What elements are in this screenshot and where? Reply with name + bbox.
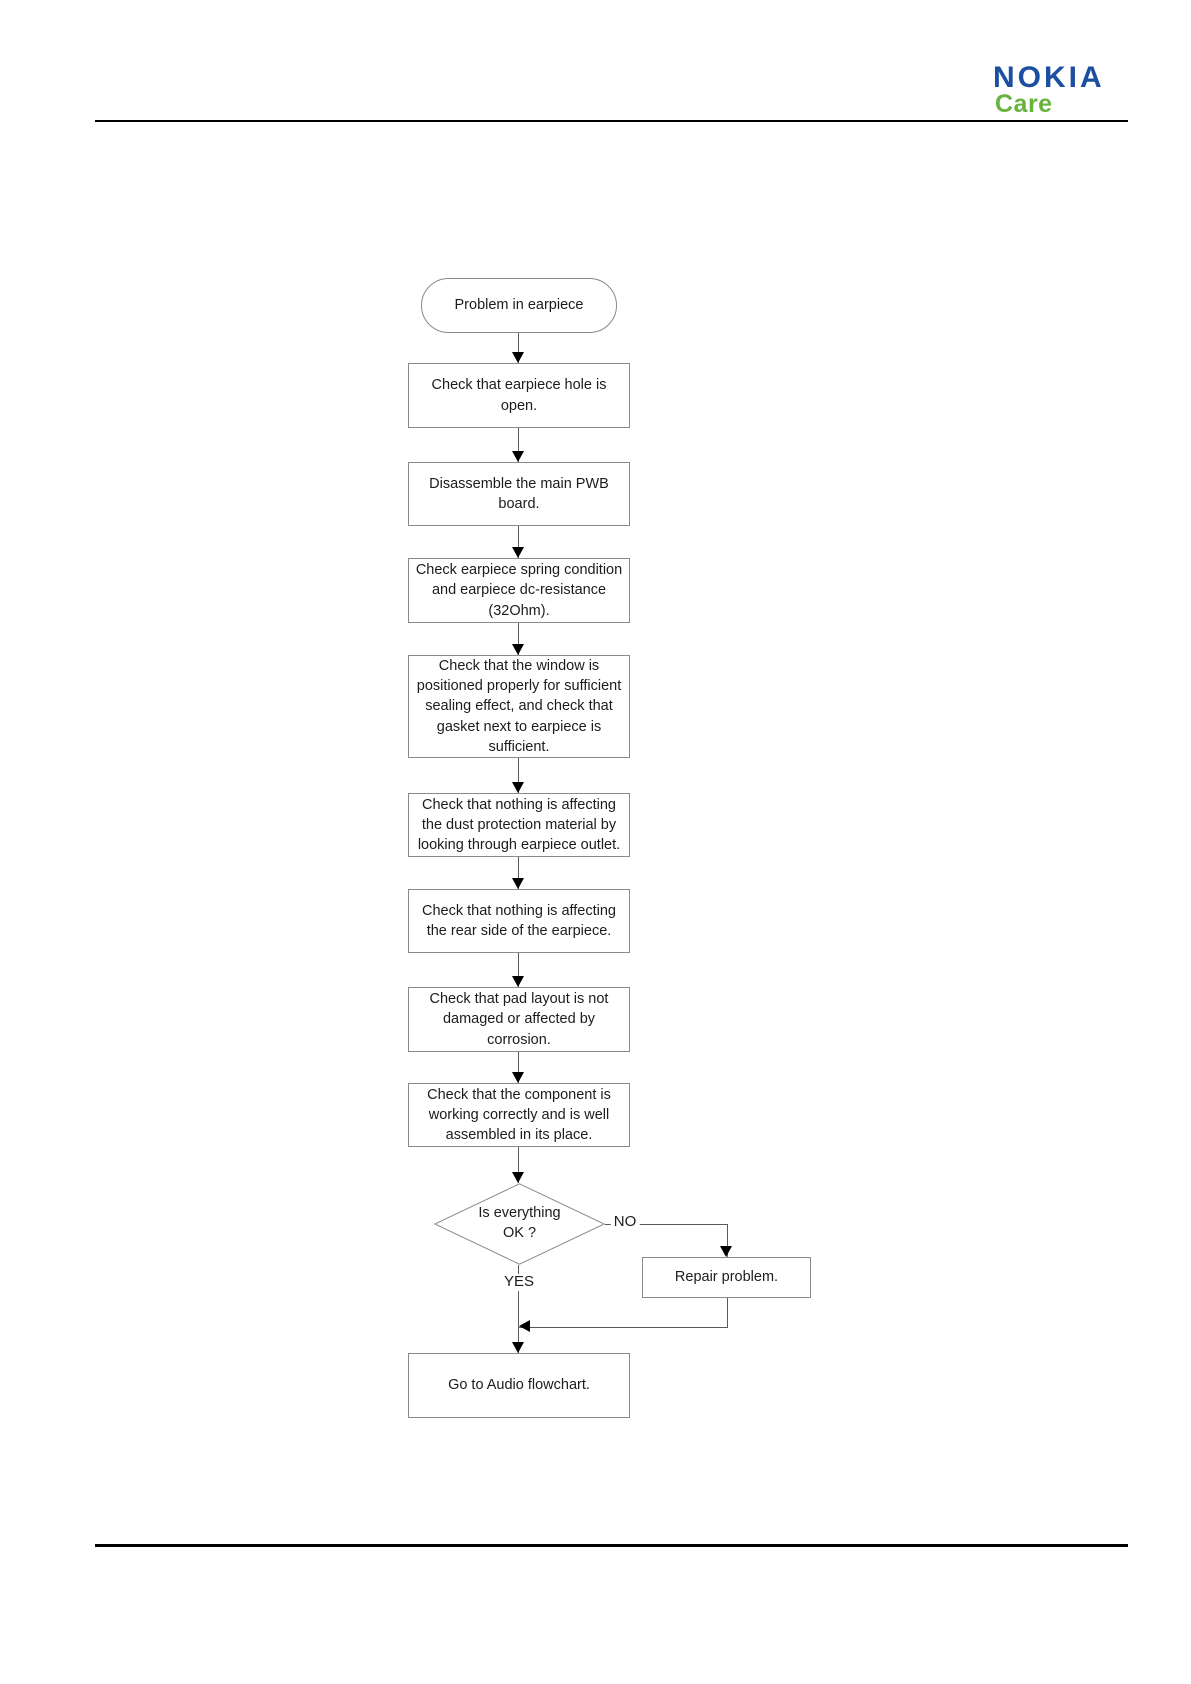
process-step-2: Disassemble the main PWB board. <box>408 462 630 526</box>
arrow-left-icon <box>519 1320 530 1332</box>
arrow-down-icon <box>512 1172 524 1183</box>
return-line <box>727 1297 728 1328</box>
arrow-down-icon <box>512 451 524 462</box>
process-step-label: Check that the component is working corr… <box>427 1086 611 1144</box>
arrow-down-icon <box>512 976 524 987</box>
process-step-label: Check that pad layout is not damaged or … <box>429 991 609 1048</box>
connector-line <box>518 333 519 363</box>
arrow-down-icon <box>512 1342 524 1353</box>
yes-branch-label: YES <box>500 1273 538 1291</box>
connector-line <box>518 526 519 558</box>
arrow-down-icon <box>512 547 524 558</box>
decision-question-label: Is everything OK ? <box>478 1205 561 1241</box>
process-step-label: Check earpiece spring condition and earp… <box>415 562 623 619</box>
arrow-down-icon <box>512 1072 524 1083</box>
connector-line <box>518 1147 519 1183</box>
arrow-down-icon <box>720 1246 732 1257</box>
arrow-down-icon <box>512 782 524 793</box>
process-step-label: Check that nothing is affecting the dust… <box>417 796 621 854</box>
header-rule <box>95 120 1128 122</box>
process-step-label: Check that nothing is affecting the rear… <box>422 902 616 939</box>
arrow-down-icon <box>512 352 524 363</box>
nokia-wordmark: NOKIA <box>993 61 1105 94</box>
connector-line <box>518 953 519 987</box>
decision-diamond-shape <box>434 1183 605 1265</box>
process-step-3: Check earpiece spring condition and earp… <box>408 558 630 623</box>
no-branch-label: NO <box>610 1213 640 1231</box>
arrow-down-icon <box>512 878 524 889</box>
footer-rule <box>95 1544 1128 1547</box>
start-node-label: Problem in earpiece <box>454 297 584 314</box>
process-step-4: Check that the window is positioned prop… <box>408 655 630 758</box>
no-branch-line <box>605 1224 728 1225</box>
connector-line <box>518 758 519 793</box>
end-node-label: Go to Audio flowchart. <box>448 1377 590 1394</box>
connector-line <box>518 428 519 462</box>
arrow-down-icon <box>512 644 524 655</box>
no-branch-line <box>727 1224 728 1257</box>
process-step-5: Check that nothing is affecting the dust… <box>408 793 630 857</box>
flowchart-start-node: Problem in earpiece <box>421 278 617 333</box>
decision-node: Is everything OK ? <box>434 1183 605 1265</box>
process-step-label: Check that the window is positioned prop… <box>416 657 622 755</box>
flowchart-end-node: Go to Audio flowchart. <box>408 1353 630 1418</box>
connector-line <box>518 1052 519 1083</box>
process-step-1: Check that earpiece hole is open. <box>408 363 630 428</box>
process-step-label: Check that earpiece hole is open. <box>431 377 607 414</box>
process-step-8: Check that the component is working corr… <box>408 1083 630 1147</box>
process-step-label: Disassemble the main PWB board. <box>429 475 609 512</box>
process-step-7: Check that pad layout is not damaged or … <box>408 987 630 1052</box>
connector-line <box>518 857 519 889</box>
connector-line <box>518 623 519 655</box>
process-step-6: Check that nothing is affecting the rear… <box>408 889 630 953</box>
repair-problem-node: Repair problem. <box>642 1257 811 1298</box>
care-wordmark: Care <box>995 90 1053 118</box>
return-line <box>519 1327 728 1328</box>
connector-line <box>518 1265 519 1353</box>
repair-problem-label: Repair problem. <box>674 1269 779 1286</box>
